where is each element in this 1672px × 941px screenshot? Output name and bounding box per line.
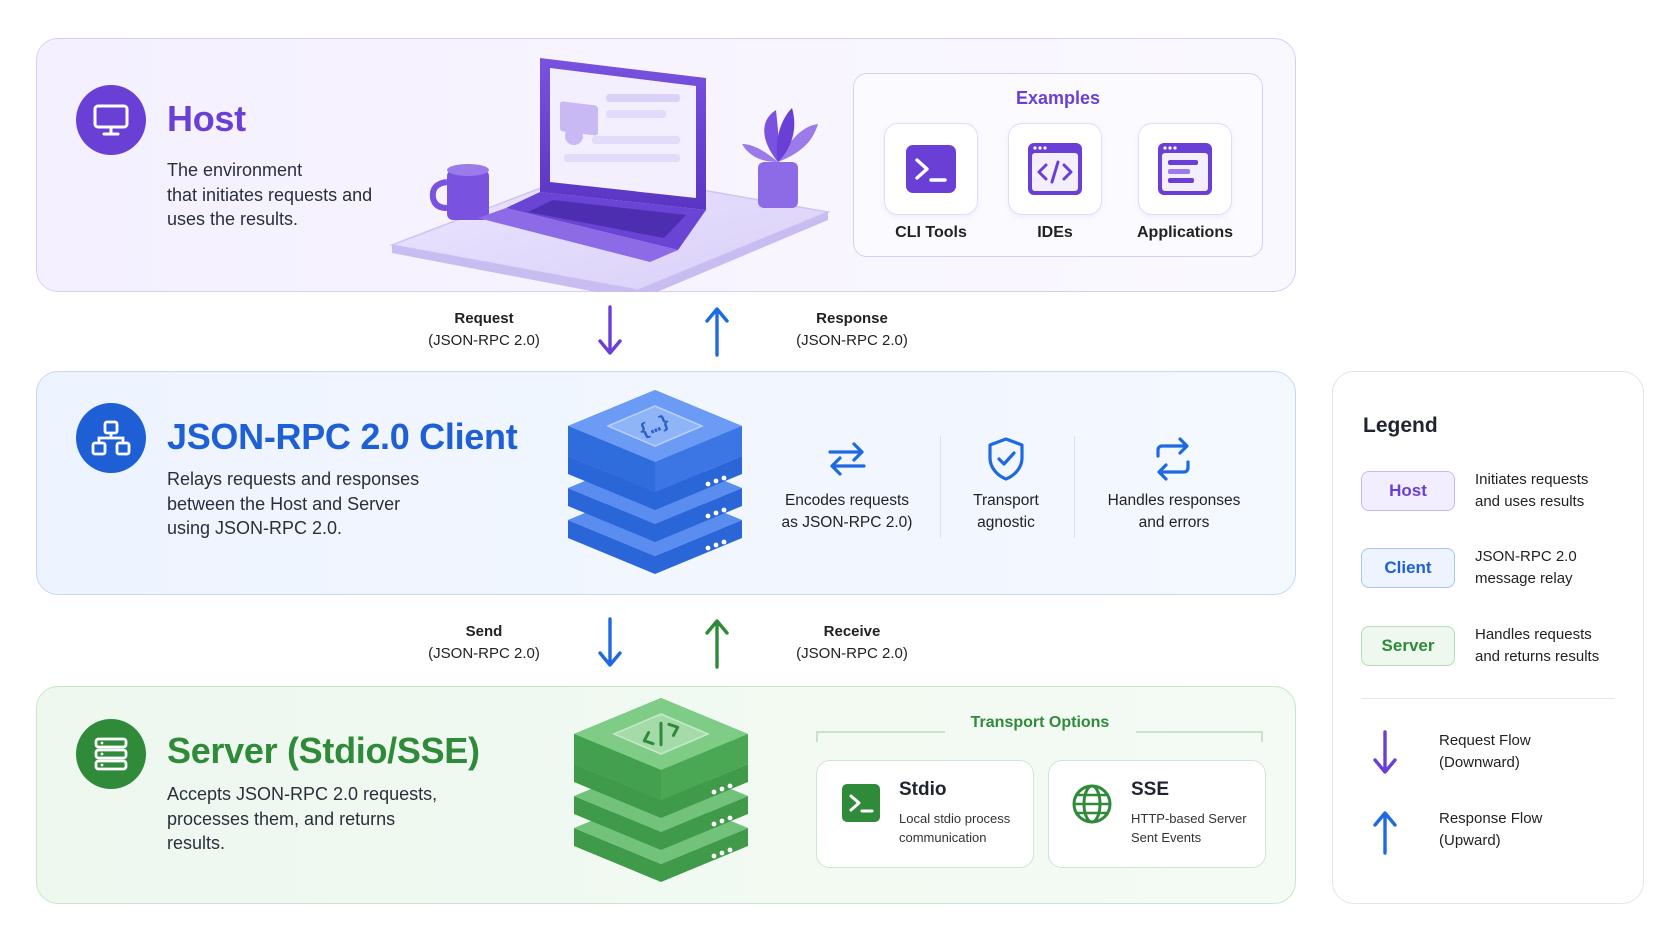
request-label: Request(JSON-RPC 2.0) <box>428 310 540 349</box>
example-ides-label: IDEs <box>1037 224 1073 241</box>
shield-check-icon <box>988 437 1024 481</box>
client-description: Relays requests and responses between th… <box>167 469 420 538</box>
globe-icon <box>1072 784 1112 824</box>
transport-sse[interactable]: SSE HTTP-based Server Sent Events <box>1048 760 1266 868</box>
client-stack-illustration: {…} <box>568 390 742 574</box>
refresh-loop-icon <box>1156 437 1190 481</box>
transport-stdio-desc: Local stdio process communication <box>899 811 1011 845</box>
legend-server-text: Handles requests and returns results <box>1475 626 1600 665</box>
example-ides[interactable] <box>1008 123 1102 215</box>
response-label: Response(JSON-RPC 2.0) <box>796 310 908 349</box>
feature-divider <box>940 436 941 538</box>
legend-pill-host: Host <box>1361 471 1455 511</box>
feature-encodes-label: Encodes requests as JSON-RPC 2.0) <box>781 492 913 531</box>
feature-divider <box>1074 436 1075 538</box>
server-title: Server (Stdio/SSE) <box>167 730 480 771</box>
legend-pill-client: Client <box>1361 548 1455 588</box>
host-description: The environment that initiates requests … <box>167 160 373 229</box>
feature-transport-label: Transport agnostic <box>973 492 1039 531</box>
terminal-icon <box>906 145 956 193</box>
arrow-up-icon <box>705 307 729 357</box>
server-stack-illustration <box>574 698 748 882</box>
legend-client-text: JSON-RPC 2.0 message relay <box>1475 548 1577 587</box>
feature-handles-label: Handles responses and errors <box>1107 492 1241 531</box>
send-label: Send(JSON-RPC 2.0) <box>428 623 540 662</box>
legend-host-text: Initiates requests and uses results <box>1475 471 1589 510</box>
example-cli-tools[interactable] <box>884 123 978 215</box>
example-applications[interactable] <box>1138 123 1232 215</box>
transport-sse-name: SSE <box>1131 779 1170 800</box>
legend-separator <box>1361 698 1615 699</box>
swap-arrows-icon <box>828 442 866 476</box>
transport-title: Transport Options <box>970 714 1110 731</box>
transport-stdio-name: Stdio <box>899 779 947 800</box>
example-applications-label: Applications <box>1136 224 1233 241</box>
transport-bracket <box>816 731 1263 742</box>
server-icon <box>76 719 146 789</box>
receive-label: Receive(JSON-RPC 2.0) <box>796 623 908 662</box>
arrow-up-icon <box>705 619 729 669</box>
legend-title: Legend <box>1363 414 1438 437</box>
host-title: Host <box>167 98 246 139</box>
terminal-icon <box>842 784 880 822</box>
arrow-down-icon <box>1373 730 1397 774</box>
code-window-icon <box>1028 143 1082 195</box>
laptop-illustration <box>389 58 831 292</box>
examples-title: Examples <box>1015 88 1101 108</box>
legend-panel: Legend Host Initiates requests and uses … <box>1332 371 1644 904</box>
example-cli-tools-label: CLI Tools <box>895 224 967 241</box>
network-icon <box>76 403 146 473</box>
app-window-icon <box>1158 143 1212 195</box>
arrow-down-icon <box>598 617 622 667</box>
arrow-down-icon <box>598 305 622 355</box>
monitor-icon <box>76 85 146 155</box>
arrow-up-icon <box>1373 811 1397 855</box>
legend-pill-server: Server <box>1361 626 1455 666</box>
legend-response-flow-text: Response Flow (Upward) <box>1439 810 1543 849</box>
legend-request-flow-text: Request Flow (Downward) <box>1439 732 1531 771</box>
transport-sse-desc: HTTP-based Server Sent Events <box>1131 811 1247 845</box>
server-description: Accepts JSON-RPC 2.0 requests, processes… <box>167 784 438 853</box>
transport-stdio[interactable]: Stdio Local stdio process communication <box>816 760 1034 868</box>
client-title: JSON-RPC 2.0 Client <box>167 416 518 457</box>
